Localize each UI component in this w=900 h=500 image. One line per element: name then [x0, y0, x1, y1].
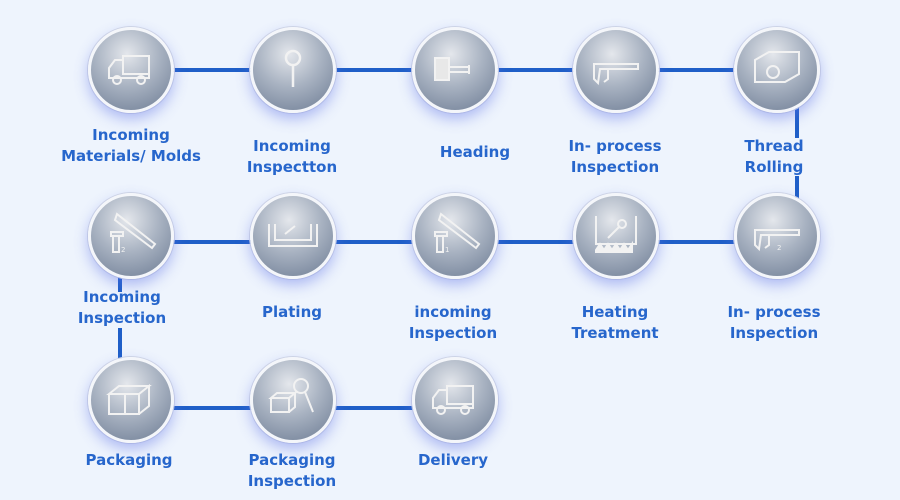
connector-right-2 [795, 176, 799, 202]
svg-text:1: 1 [445, 246, 449, 254]
label-line: Inspection [77, 309, 167, 327]
label-line: Plating [262, 303, 322, 321]
connector-left [118, 272, 122, 292]
label-line: Heating [581, 303, 649, 321]
truck-icon [108, 55, 150, 85]
svg-text:2: 2 [121, 246, 125, 254]
label-line: Delivery [417, 451, 489, 469]
label-line: In- process [727, 303, 821, 321]
step-9-label: Plating [212, 302, 372, 323]
magnifier-icon [284, 49, 302, 87]
label-line: Heading [439, 143, 511, 161]
step-3-heading [412, 27, 498, 113]
step-4-in-process-inspection [573, 27, 659, 113]
label-line: Inspection [247, 472, 337, 490]
label-line: In- process [568, 137, 662, 155]
caliper-gauge-icon: 1 [434, 212, 481, 254]
step-11-packaging [88, 357, 174, 443]
label-line: Inspection [570, 158, 660, 176]
label-line: Inspectton [246, 158, 338, 176]
label-line: Incoming [253, 137, 331, 155]
label-line: Materials/ Molds [61, 147, 201, 165]
step-10-incoming-inspection: 2 [88, 193, 174, 279]
step-11-label: Packaging [49, 450, 209, 471]
svg-text:2: 2 [777, 244, 781, 252]
step-13-label: Delivery [373, 450, 533, 471]
step-9-plating [250, 193, 336, 279]
step-12-packaging-inspection [250, 357, 336, 443]
connector-left-2 [118, 328, 122, 362]
furnace-icon [595, 216, 637, 253]
step-13-delivery [412, 357, 498, 443]
caliper-gauge-icon: 2 [110, 212, 157, 254]
label-line: Incoming [83, 288, 161, 306]
plating-tank-icon [268, 224, 318, 247]
step-3-label: Heading [395, 142, 555, 163]
label-line: incoming [414, 303, 492, 321]
step-8-incoming-inspection: 1 [412, 193, 498, 279]
thread-rolling-icon [754, 51, 800, 83]
label-line: Inspection [408, 324, 498, 342]
step-5-thread-rolling [734, 27, 820, 113]
label-line: Inspection [729, 324, 819, 342]
truck-icon [432, 385, 474, 415]
heading-machine-icon [434, 57, 470, 81]
caliper-icon [593, 63, 639, 86]
box-magnifier-icon [268, 378, 314, 413]
caliper-icon: 2 [754, 229, 800, 252]
connector-right [795, 100, 799, 138]
label-line: Thread [744, 137, 804, 155]
label-line: Rolling [744, 158, 804, 176]
label-line: Packaging [85, 451, 173, 469]
step-2-incoming-inspection [250, 27, 336, 113]
box-icon [106, 383, 152, 415]
label-line: Packaging [248, 451, 336, 469]
label-line: Treatment [571, 324, 659, 342]
step-7-heating-treatment [573, 193, 659, 279]
label-line: Incoming [92, 126, 170, 144]
step-1-incoming-materials [88, 27, 174, 113]
step-6-in-process-inspection: 2 [734, 193, 820, 279]
